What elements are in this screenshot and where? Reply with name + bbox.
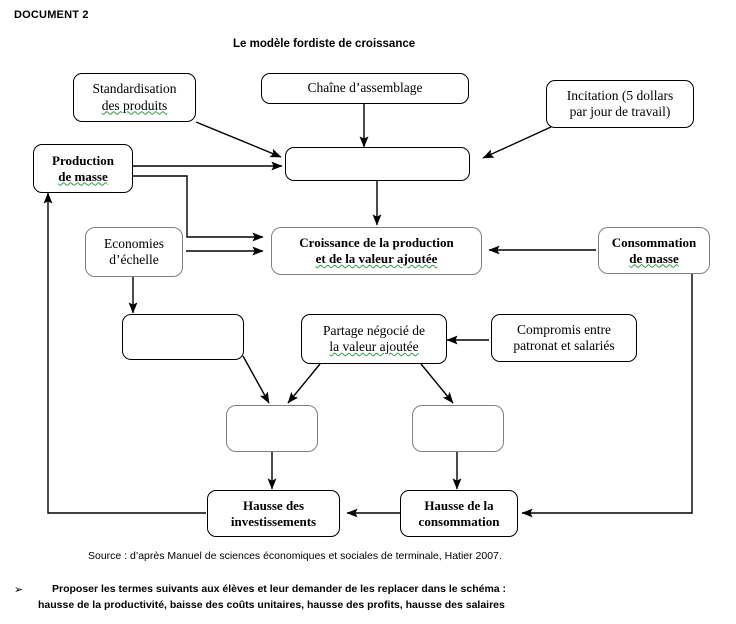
arrow-incitation-to-center: [482, 126, 552, 159]
node-incitation-line2: par jour de travail): [569, 104, 671, 119]
arrow-partage-to-blanklowerright: [420, 363, 454, 404]
node-economies-echelle-line1: Economies: [104, 235, 164, 251]
node-chaine-assemblage-line1: Chaîne d’assemblage: [307, 80, 423, 96]
node-blank-lower-right[interactable]: [412, 405, 504, 452]
arrow-feedback-right-loop: [521, 274, 693, 518]
node-standardisation-line1: Standardisation: [92, 81, 177, 97]
source-citation: Source : d’après Manuel de sciences écon…: [88, 550, 502, 562]
node-hausse-consommation[interactable]: Hausse de la consommation: [400, 490, 518, 537]
node-blank-lower-left[interactable]: [226, 405, 318, 452]
task-instruction-block: ➢ Proposer les termes suivants aux élève…: [14, 582, 714, 614]
node-croissance-production-line2: et de la valeur ajoutée: [315, 251, 438, 266]
node-croissance-production[interactable]: Croissance de la production et de la val…: [271, 227, 482, 275]
node-hausse-investissements-line2: investissements: [230, 513, 317, 529]
node-blank-top-center[interactable]: [285, 147, 470, 181]
node-incitation[interactable]: Incitation (5 dollars par jour de travai…: [546, 80, 694, 128]
node-standardisation[interactable]: Standardisation des produits: [73, 73, 196, 122]
node-compromis-line1: Compromis entre: [516, 321, 612, 337]
arrow-standardisation-to-center: [195, 121, 282, 158]
arrow-partage-to-blanklowerleft: [287, 363, 321, 404]
node-partage-negocie[interactable]: Partage négocié de la valeur ajoutée: [301, 314, 447, 364]
node-hausse-investissements-line1: Hausse des: [242, 497, 305, 513]
node-compromis-line2: patronat et salariés: [513, 338, 615, 353]
arrow-blankmid-to-blanklowerleft: [242, 355, 270, 404]
task-line-2: hausse de la productivité, baisse des co…: [38, 598, 505, 611]
node-consommation-de-masse-line2: de masse: [629, 250, 679, 266]
node-consommation-de-masse-line1: Consommation: [611, 234, 697, 250]
document-header: DOCUMENT 2: [14, 9, 89, 21]
node-chaine-assemblage[interactable]: Chaîne d’assemblage: [261, 73, 469, 104]
node-production-de-masse-line2: de masse: [58, 168, 108, 184]
node-consommation-de-masse[interactable]: Consommation de masse: [598, 227, 710, 274]
node-hausse-consommation-line2: consommation: [418, 513, 500, 529]
diagram-title: Le modèle fordiste de croissance: [233, 38, 416, 50]
node-partage-negocie-line2: la valeur ajoutée: [329, 339, 419, 354]
task-line-1: Proposer les termes suivants aux élèves …: [52, 583, 507, 595]
node-hausse-consommation-line1: Hausse de la: [424, 497, 494, 513]
node-incitation-line1: Incitation (5 dollars: [566, 87, 674, 103]
node-standardisation-line2: des produits: [101, 97, 168, 113]
node-croissance-production-line1: Croissance de la production: [299, 235, 454, 251]
node-production-de-masse[interactable]: Production de masse: [33, 144, 133, 193]
node-production-de-masse-line1: Production: [52, 152, 114, 168]
node-compromis[interactable]: Compromis entre patronat et salariés: [491, 314, 637, 362]
node-hausse-investissements[interactable]: Hausse des investissements: [207, 490, 340, 537]
node-partage-negocie-line1: Partage négocié de: [323, 322, 425, 338]
node-economies-echelle-line2: d’échelle: [109, 252, 159, 267]
bullet-arrow-icon: ➢: [14, 584, 24, 596]
node-economies-echelle[interactable]: Economies d’échelle: [85, 227, 183, 277]
node-blank-mid-left[interactable]: [122, 314, 244, 360]
